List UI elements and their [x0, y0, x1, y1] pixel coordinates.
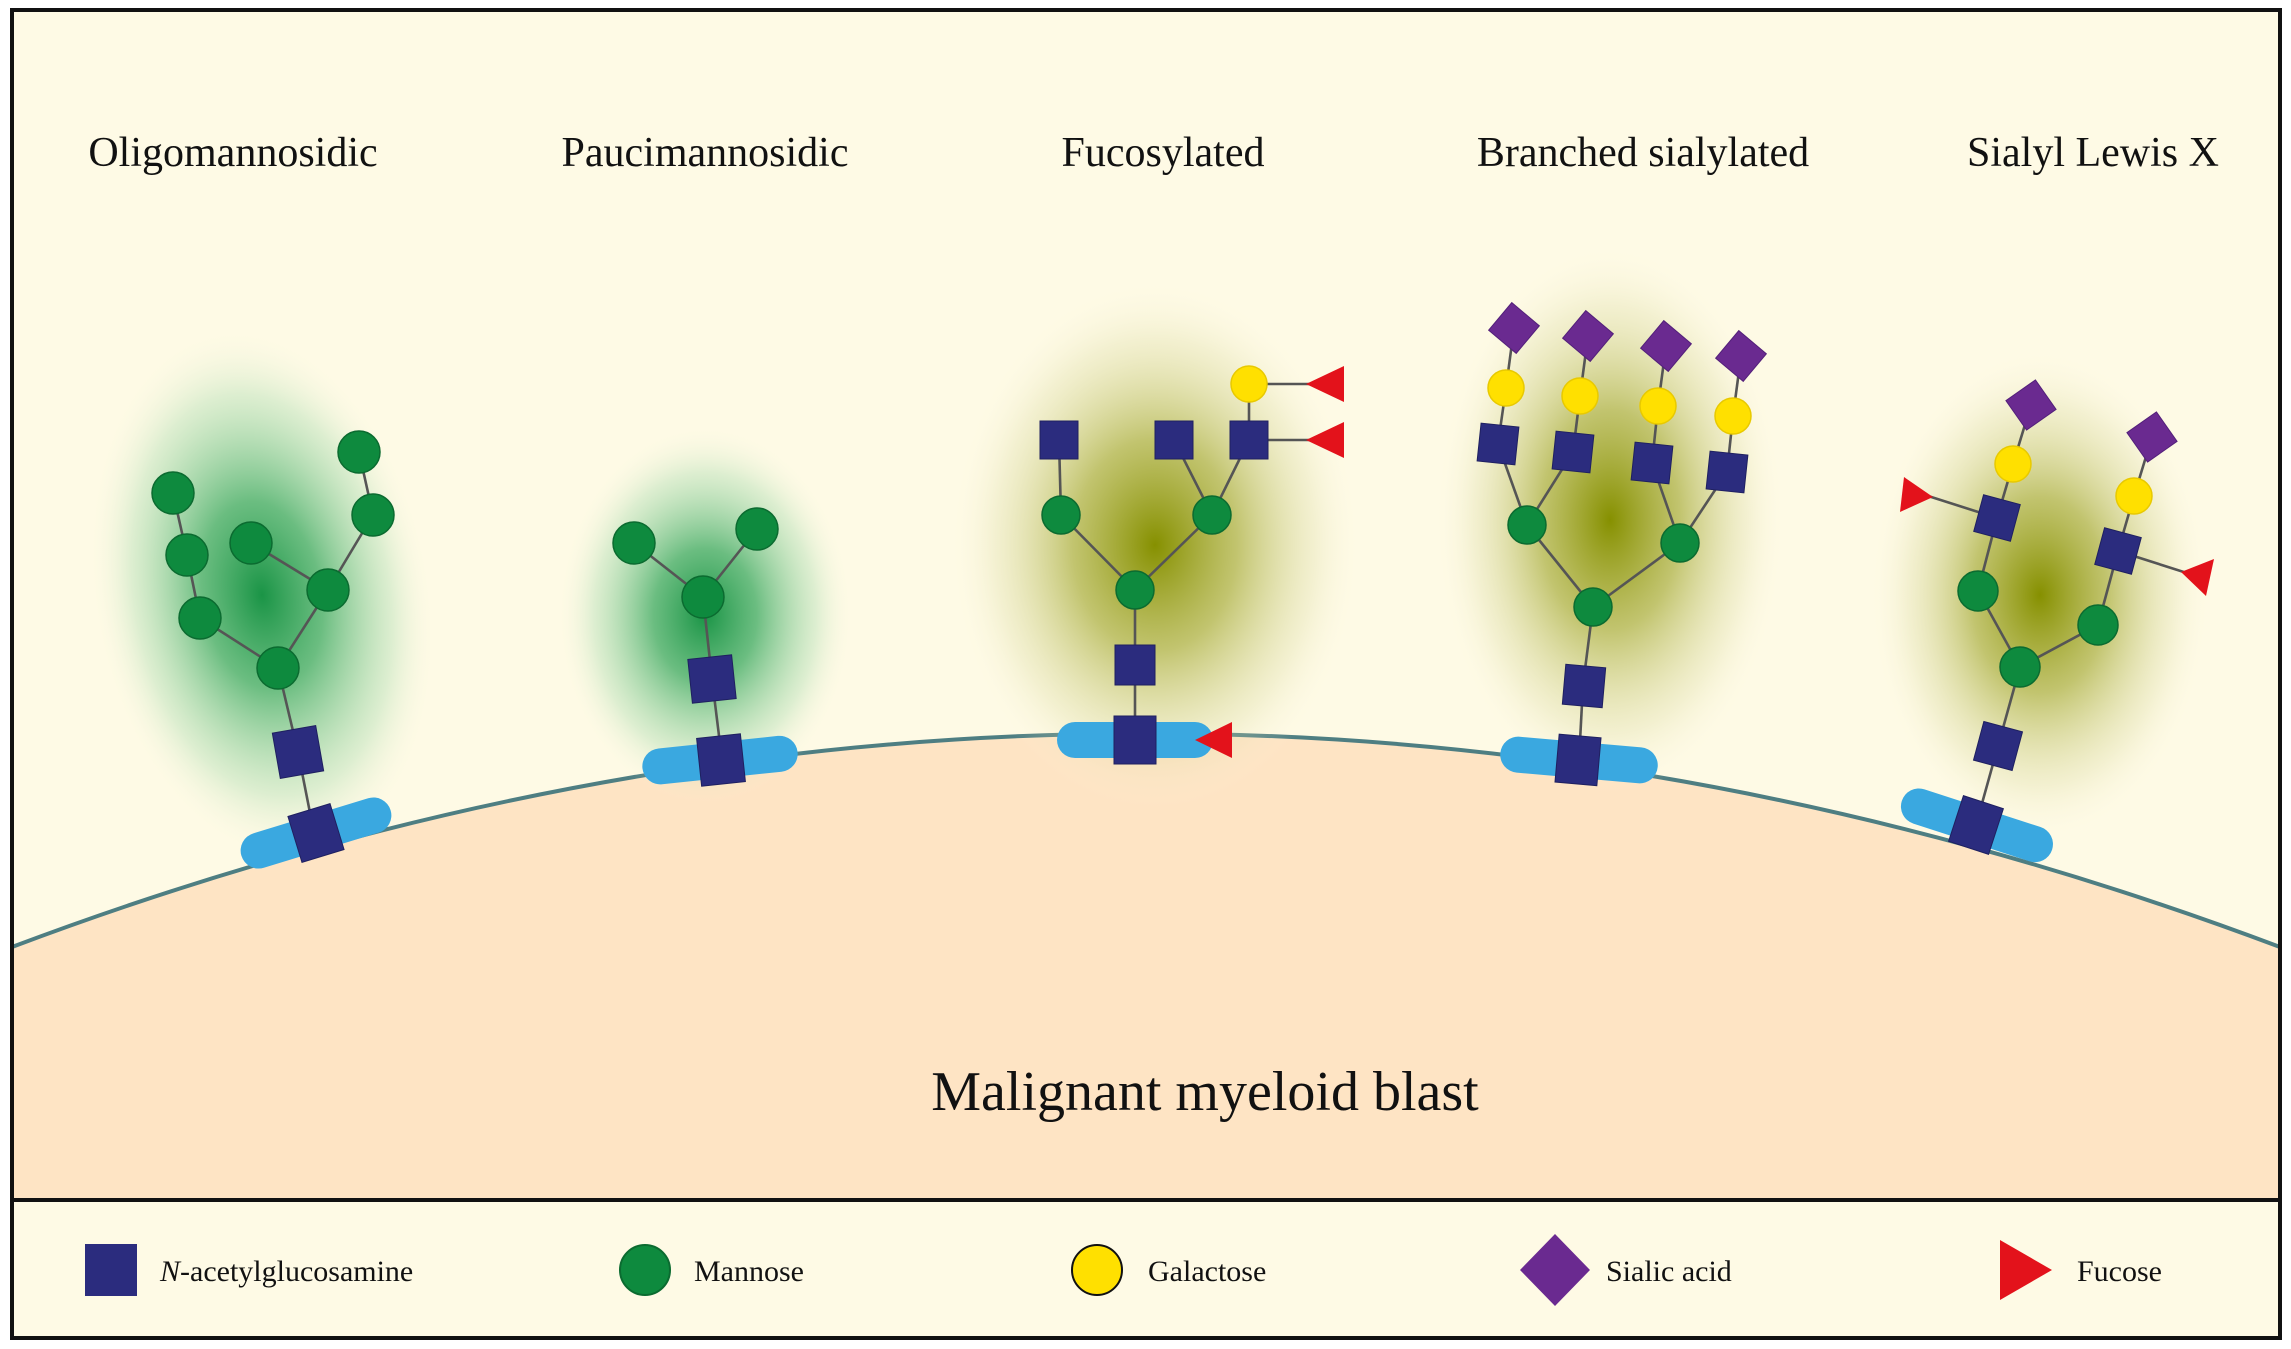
legend-panel [12, 1200, 2280, 1338]
fucose-right [2181, 559, 2214, 596]
glcnac-1 [687, 654, 737, 704]
legend-label-mannose: Mannose [694, 1255, 804, 1288]
mannose-core [1573, 587, 1613, 627]
mannose-left [1957, 570, 1999, 612]
galactose-3 [1639, 387, 1677, 425]
fucosylated-glycan [1039, 365, 1344, 765]
sialic-acid-1 [1487, 301, 1541, 355]
legend-label-sialic-acid: Sialic acid [1606, 1255, 1732, 1288]
sialic-acid-2 [1561, 309, 1615, 363]
mannose-right-top [337, 430, 381, 474]
title-paucimannosidic: Paucimannosidic [562, 130, 849, 176]
legend-item-fucose: Fucose [2000, 1240, 2162, 1300]
sialyl-lewis-x-glycan [1900, 379, 2214, 863]
mannose-right [735, 507, 779, 551]
legend-item-glcnac: N-acetylglucosamine [85, 1244, 413, 1296]
sialic-acid-4 [1714, 329, 1768, 383]
glcnac-left [1973, 494, 2021, 542]
oligomannosidic-anchor [240, 797, 392, 869]
sialic-acid-3 [1639, 319, 1693, 373]
title-oligomannosidic: Oligomannosidic [88, 130, 377, 176]
glcnac-1 [271, 724, 325, 780]
mannose-branch-left [178, 596, 222, 640]
glcnac-square-icon [85, 1244, 137, 1296]
galactose-4 [1714, 397, 1752, 435]
glcnac-right [1229, 420, 1269, 460]
fucose-core [1195, 722, 1232, 758]
legend-label-glcnac: N-acetylglucosamine [159, 1255, 413, 1288]
legend-item-sialic-acid: Sialic acid [1520, 1234, 1732, 1306]
fucosylated-glow [950, 280, 1360, 810]
mannose-left [1041, 495, 1081, 535]
galactose [1230, 365, 1268, 403]
mannose-right [1660, 523, 1700, 563]
mannose-left [1507, 505, 1547, 545]
glcnac-1 [1972, 720, 2024, 772]
glcnac-mid [1154, 420, 1194, 460]
cell-label: Malignant myeloid blast [931, 1061, 1479, 1123]
fucose-triangle-icon [2000, 1240, 2052, 1300]
glcnac-1 [1114, 644, 1156, 686]
sialyl-lewis-x-anchor [1900, 788, 2053, 863]
mannose-left-mid [165, 533, 209, 577]
mannose-right-mid [351, 493, 395, 537]
title-branched-sialylated: Branched sialylated [1477, 130, 1809, 176]
paucimannosidic-glycan [612, 507, 798, 787]
cell-body [12, 733, 2280, 1200]
fucose-left [1900, 477, 1933, 512]
glcnac-branch-3 [1630, 441, 1674, 485]
mannose-core [256, 646, 300, 690]
galactose-circle-icon [1071, 1244, 1123, 1296]
galactose-2 [1561, 377, 1599, 415]
galactose-1 [1487, 369, 1525, 407]
mannose-inner [229, 521, 273, 565]
mannose-core [1999, 646, 2041, 688]
figure-frame [10, 8, 2282, 1340]
glcnac-right [2094, 527, 2142, 575]
fucosylated-anchor [1057, 715, 1213, 765]
branched-sialylated-glycan [1476, 301, 1768, 787]
legend-item-galactose: Galactose [1071, 1244, 1266, 1296]
glcnac-left [1039, 420, 1079, 460]
sialic-acid-left [2005, 379, 2057, 431]
mannose-branch-right [306, 568, 350, 612]
legend: N-acetylglucosamine Mannose Galactose Si… [85, 1234, 2162, 1306]
mannose-right [1192, 495, 1232, 535]
mannose-core [681, 575, 725, 619]
mannose-right [2077, 604, 2119, 646]
paucimannosidic-anchor [642, 733, 798, 787]
sialic-acid-diamond-icon [1520, 1234, 1590, 1306]
mannose-circle-icon [619, 1244, 671, 1296]
branched-sialylated-glow [1435, 245, 1785, 795]
legend-label-galactose: Galactose [1148, 1255, 1266, 1288]
legend-label-fucose: Fucose [2077, 1255, 2162, 1288]
mannose-core [1115, 570, 1155, 610]
galactose-left [1994, 445, 2032, 483]
mannose-left-top [151, 471, 195, 515]
mannose-left [612, 521, 656, 565]
oligomannosidic-glycan [151, 430, 395, 869]
glcnac-branch-1 [1476, 422, 1520, 466]
sialic-acid-right [2126, 411, 2178, 463]
legend-item-mannose: Mannose [619, 1244, 804, 1296]
branched-sialylated-anchor [1500, 733, 1658, 787]
glcnac-branch-4 [1705, 450, 1749, 494]
fucose-outer-top [1306, 366, 1344, 402]
glcnac-branch-2 [1551, 430, 1595, 474]
sialyl-lewis-x-glow [1870, 350, 2210, 840]
galactose-right [2115, 477, 2153, 515]
title-fucosylated: Fucosylated [1062, 130, 1265, 176]
glcnac-1 [1561, 663, 1607, 709]
title-sialyl-lewis-x: Sialyl Lewis X [1967, 130, 2219, 176]
fucose-outer-bottom [1306, 422, 1344, 458]
